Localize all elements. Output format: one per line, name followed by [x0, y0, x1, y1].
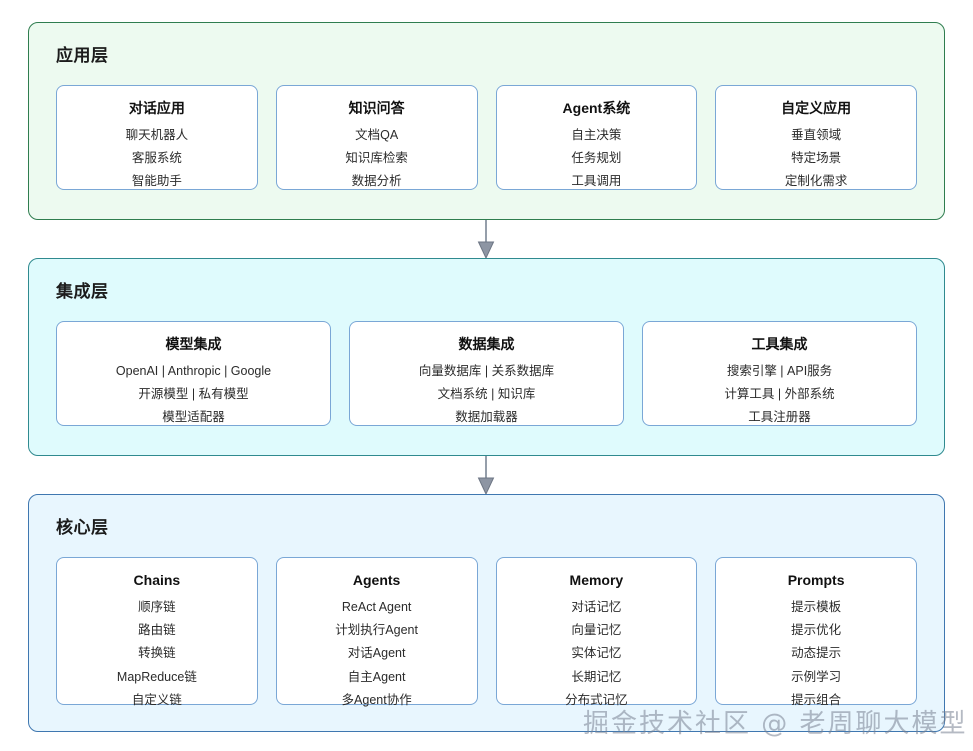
card-tool-integration[interactable]: 工具集成 搜索引擎 | API服务 计算工具 | 外部系统 工具注册器 — [642, 321, 917, 426]
card-item: 自主决策 — [571, 128, 622, 143]
card-item: 长期记忆 — [571, 669, 622, 684]
card-agent-system[interactable]: Agent系统 自主决策 任务规划 工具调用 — [495, 85, 698, 190]
card-item: 示例学习 — [791, 669, 842, 684]
layer-integration-title: 集成层 — [56, 282, 109, 301]
card-title: 自定义应用 — [781, 100, 852, 116]
card-item: 文档系统 | 知识库 — [437, 387, 536, 402]
card-item: 向量记忆 — [571, 623, 622, 638]
card-item: 顺序链 — [138, 600, 176, 615]
card-item: 自定义链 — [131, 692, 182, 707]
card-item: 定制化需求 — [784, 174, 848, 189]
card-item: 计划执行Agent — [335, 623, 418, 638]
card-custom-application[interactable]: 自定义应用 垂直领域 特定场景 定制化需求 — [715, 85, 917, 190]
arrow-down-icon — [474, 456, 498, 496]
layer-integration: 集成层 模型集成 OpenAI | Anthropic | Google 开源模… — [28, 258, 945, 456]
card-model-integration[interactable]: 模型集成 OpenAI | Anthropic | Google 开源模型 | … — [56, 321, 331, 426]
card-title: 对话应用 — [128, 100, 185, 116]
card-item: 分布式记忆 — [565, 692, 628, 707]
card-title: Prompts — [787, 572, 845, 588]
arrow-down-icon — [474, 220, 498, 260]
card-title: Chains — [133, 572, 181, 588]
card-item: 工具调用 — [571, 174, 622, 189]
card-item: 动态提示 — [791, 646, 842, 661]
card-item: 开源模型 | 私有模型 — [138, 387, 249, 402]
card-item: 提示优化 — [791, 623, 842, 638]
card-data-integration[interactable]: 数据集成 向量数据库 | 关系数据库 文档系统 | 知识库 数据加载器 — [349, 321, 624, 426]
card-item: 自主Agent — [347, 669, 406, 684]
layer-core-title: 核心层 — [56, 518, 109, 537]
card-item: 转换链 — [138, 646, 176, 661]
card-item: MapReduce链 — [116, 669, 197, 684]
card-title: 知识问答 — [348, 100, 405, 116]
card-knowledge-qa[interactable]: 知识问答 文档QA 知识库检索 数据分析 — [275, 85, 478, 190]
card-item: 知识库检索 — [345, 151, 408, 166]
card-item: 任务规划 — [571, 151, 622, 166]
card-item: 提示组合 — [791, 692, 842, 707]
layer-application-cards: 对话应用 聊天机器人 客服系统 智能助手 知识问答 文档QA 知识库检索 数据分… — [56, 85, 917, 190]
card-item: 计算工具 | 外部系统 — [724, 387, 835, 402]
card-item: 垂直领域 — [791, 128, 842, 143]
card-title: 模型集成 — [165, 336, 222, 352]
card-item: 对话记忆 — [571, 600, 622, 615]
card-title: 数据集成 — [458, 336, 515, 352]
card-title: 工具集成 — [751, 336, 808, 352]
card-dialog-application[interactable]: 对话应用 聊天机器人 客服系统 智能助手 — [56, 85, 258, 190]
card-item: 路由链 — [138, 623, 176, 638]
card-item: 搜索引擎 | API服务 — [726, 364, 833, 379]
layer-application-title: 应用层 — [56, 46, 109, 65]
layer-core: 核心层 Chains 顺序链 路由链 转换链 MapReduce链 自定义链 A… — [28, 494, 945, 732]
card-item: 数据分析 — [351, 174, 402, 189]
card-title: Memory — [569, 572, 624, 588]
card-memory[interactable]: Memory 对话记忆 向量记忆 实体记忆 长期记忆 分布式记忆 — [495, 557, 698, 707]
card-item: 多Agent协作 — [341, 692, 412, 707]
card-prompts[interactable]: Prompts 提示模板 提示优化 动态提示 示例学习 提示组合 — [715, 557, 917, 707]
card-item: ReAct Agent — [341, 600, 412, 615]
layer-integration-cards: 模型集成 OpenAI | Anthropic | Google 开源模型 | … — [56, 321, 917, 426]
card-item: 工具注册器 — [748, 410, 811, 425]
layer-core-cards: Chains 顺序链 路由链 转换链 MapReduce链 自定义链 Agent… — [56, 557, 917, 707]
card-item: 对话Agent — [347, 646, 406, 661]
card-agents[interactable]: Agents ReAct Agent 计划执行Agent 对话Agent 自主A… — [275, 557, 478, 707]
card-item: 提示模板 — [791, 600, 842, 615]
layer-application: 应用层 对话应用 聊天机器人 客服系统 智能助手 知识问答 文档QA 知识库检索… — [28, 22, 945, 220]
card-item: 模型适配器 — [162, 410, 225, 425]
card-chains[interactable]: Chains 顺序链 路由链 转换链 MapReduce链 自定义链 — [56, 557, 258, 707]
card-item: OpenAI | Anthropic | Google — [115, 364, 272, 379]
card-item: 数据加载器 — [455, 410, 518, 425]
card-title: Agents — [352, 572, 401, 588]
card-title: Agent系统 — [562, 100, 631, 116]
card-item: 特定场景 — [791, 151, 842, 166]
card-item: 智能助手 — [131, 174, 182, 189]
card-item: 客服系统 — [131, 151, 182, 166]
card-item: 实体记忆 — [571, 646, 622, 661]
card-item: 向量数据库 | 关系数据库 — [418, 364, 555, 379]
card-item: 文档QA — [355, 128, 399, 143]
card-item: 聊天机器人 — [125, 128, 189, 143]
